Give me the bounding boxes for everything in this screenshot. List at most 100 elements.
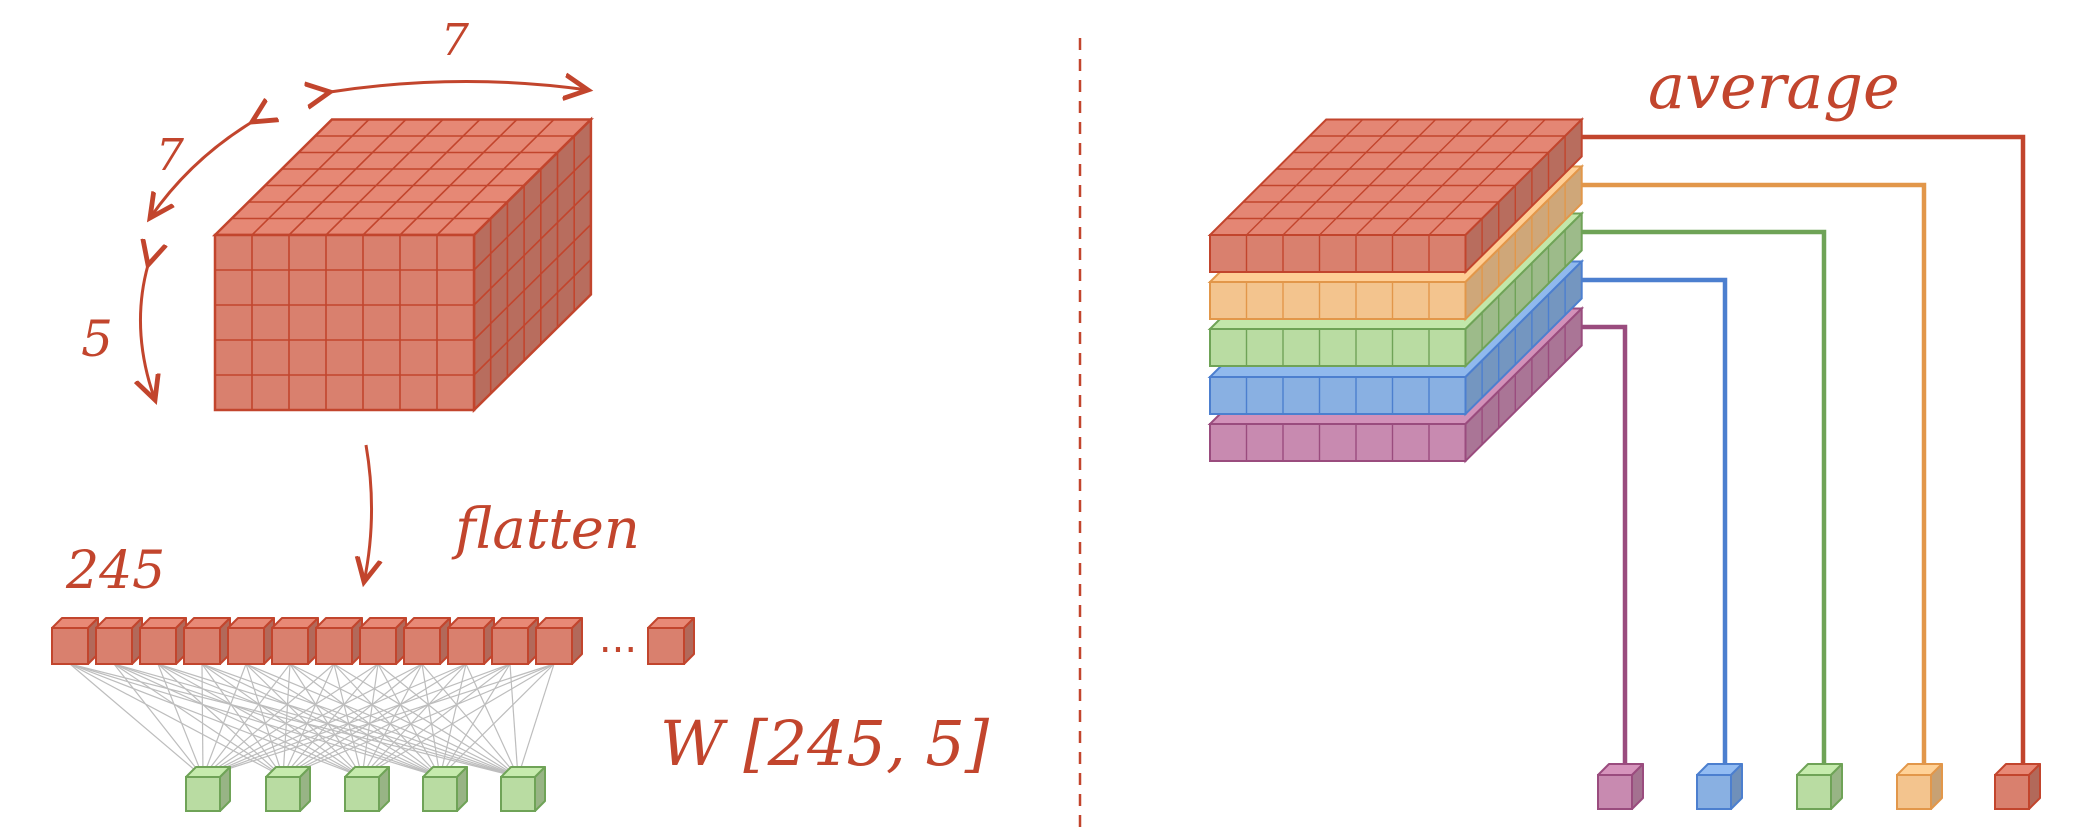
feature-map-cube [211, 116, 594, 413]
front-face [647, 627, 685, 665]
vector-cell [95, 617, 143, 665]
layer-grid [1245, 183, 1566, 319]
front-face [271, 627, 309, 665]
front-face [139, 627, 177, 665]
vector-cell [315, 617, 363, 665]
front-face [500, 776, 536, 812]
layer-grid [1245, 230, 1566, 366]
cube-front [213, 233, 476, 412]
weight-connection [69, 663, 441, 778]
weight-connection [245, 663, 284, 778]
weight-connection [282, 663, 379, 778]
layer-front [1209, 234, 1467, 273]
vector-cell [271, 617, 319, 665]
width-dimension-label: 7 [441, 15, 469, 66]
vector-cell [447, 617, 495, 665]
weight-connection [201, 663, 519, 778]
weight-connection [202, 663, 291, 778]
weight-connection [202, 663, 379, 778]
vector-cell [535, 617, 583, 665]
channel-stack [1207, 117, 1585, 464]
weight-connection [69, 663, 519, 778]
front-face [185, 776, 221, 812]
weight-connection [113, 663, 519, 778]
weight-connection [282, 663, 291, 778]
weight-connection [69, 663, 363, 778]
weight-connection [421, 663, 519, 778]
vector-cell [183, 617, 231, 665]
weight-connection [361, 663, 379, 778]
weight-connection [202, 663, 423, 778]
output-unit [265, 766, 311, 812]
grid-line [399, 118, 518, 236]
weight-connection [245, 663, 441, 778]
vector-cell [403, 617, 451, 665]
output-unit [422, 766, 468, 812]
average-line-blue [1581, 277, 1728, 775]
vector-cell [359, 617, 407, 665]
grid-line [251, 118, 370, 236]
weight-connection [282, 663, 467, 778]
depth-dimension-label: 7 [156, 130, 184, 181]
front-face [535, 627, 573, 665]
right-panel: average [1207, 50, 2041, 810]
weight-connection [157, 663, 204, 778]
weight-connection [421, 663, 441, 778]
weight-connection [333, 663, 441, 778]
weight-connection [289, 663, 363, 778]
vector-cell [491, 617, 539, 665]
grid-line [1428, 119, 1546, 236]
vector-ellipsis: ... [599, 616, 637, 662]
grid-line [362, 118, 481, 236]
grid-line [473, 188, 592, 306]
front-face [491, 627, 529, 665]
fc-output-units [185, 766, 546, 812]
weight-connection [289, 663, 519, 778]
grid-line [1355, 119, 1473, 236]
weight-connection [509, 663, 519, 778]
weight-connection [245, 663, 363, 778]
pooled-unit-purple [1597, 763, 1644, 810]
weight-connection [377, 663, 441, 778]
grid-line [288, 118, 407, 236]
grid-line [1282, 119, 1400, 236]
fully-connected-weights [69, 663, 555, 778]
depth-dimension-arrow [150, 122, 252, 218]
width-dimension-arrow [330, 81, 588, 92]
vector-cell [51, 617, 99, 665]
layer-front [1209, 423, 1467, 462]
weight-connection [202, 663, 247, 778]
grid-line [473, 258, 592, 376]
average-line-green [1581, 229, 1827, 775]
weight-connection [157, 663, 519, 778]
weight-connection [245, 663, 519, 778]
vector-cell [227, 617, 275, 665]
weight-connection [202, 663, 335, 778]
grid-line [1392, 119, 1510, 236]
average-line-red [1581, 134, 2026, 775]
flatten-label: flatten [451, 497, 640, 562]
front-face [315, 627, 353, 665]
layer-front [1209, 376, 1467, 415]
grid-line [473, 223, 592, 341]
front-face [1994, 774, 2030, 810]
weight-connection [282, 663, 423, 778]
left-panel: 7 7 5 flatten 245 ... W [245, 5] [51, 15, 990, 812]
layer-grid [1226, 119, 1566, 272]
grid-line [325, 118, 444, 236]
front-face [51, 627, 89, 665]
weight-connection [377, 663, 519, 778]
weight-connection [113, 663, 363, 778]
weight-connection [113, 663, 284, 778]
front-face [1696, 774, 1732, 810]
front-face [95, 627, 133, 665]
weight-connection [201, 663, 204, 778]
pooled-unit-orange [1896, 763, 1943, 810]
front-face [227, 627, 265, 665]
grid-line [436, 118, 555, 236]
channel-layer-red [1207, 117, 1585, 275]
weight-connection [113, 663, 204, 778]
grid-line [1246, 119, 1364, 236]
layer-front [1209, 328, 1467, 367]
layer-front [1209, 281, 1467, 320]
